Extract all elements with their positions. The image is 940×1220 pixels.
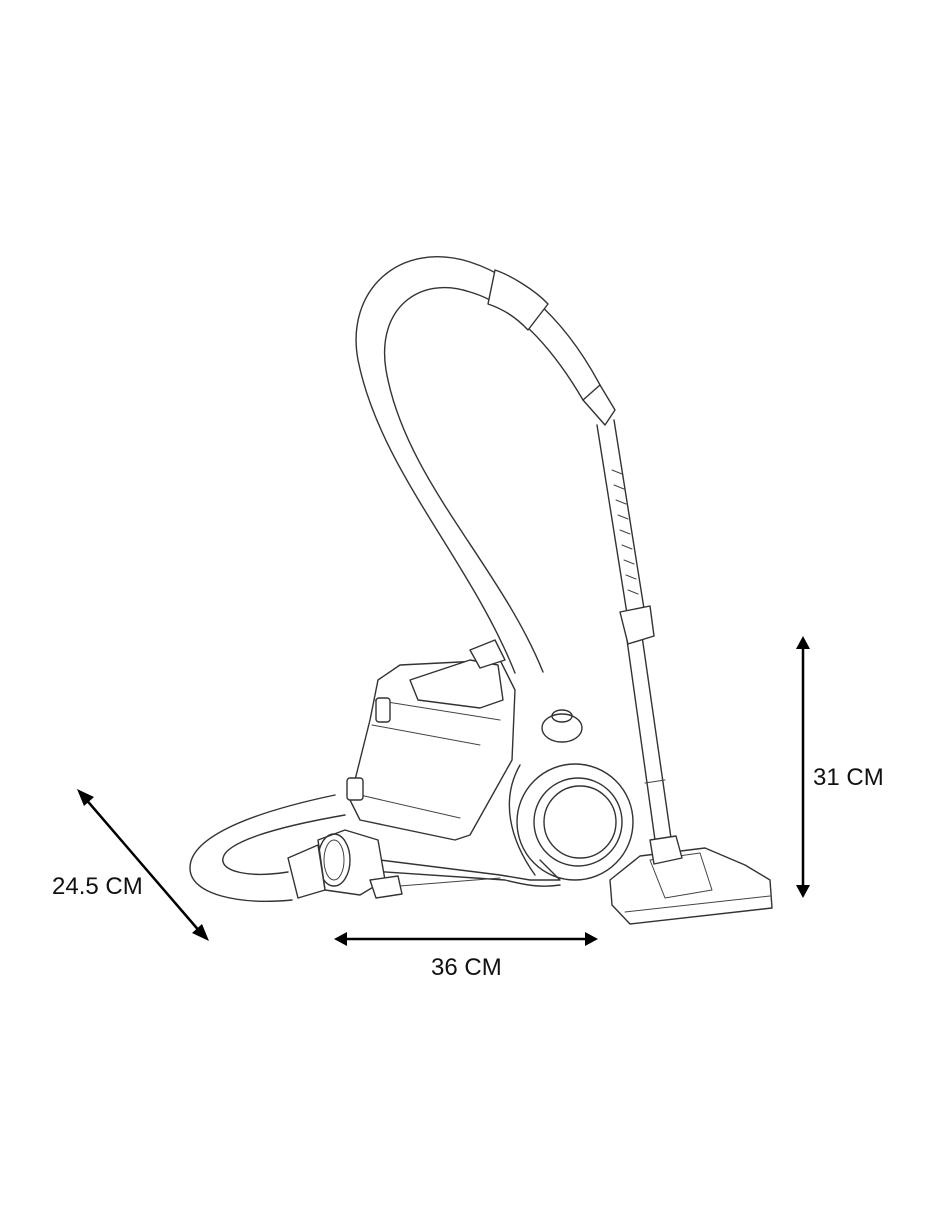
depth-label: 24.5 CM <box>52 873 143 900</box>
handle-grip <box>582 384 616 426</box>
wand-ring <box>644 779 666 784</box>
control-knob <box>541 713 583 743</box>
rear-wheel-mid <box>533 777 623 867</box>
rear-wheel-inner <box>543 785 617 859</box>
hose-cuff <box>487 269 549 331</box>
floor-nozzle <box>609 847 773 925</box>
wand-ribs <box>611 469 639 595</box>
container-handle-top <box>469 639 506 669</box>
hose-upper-inner <box>383 287 584 673</box>
width-label: 36 CM <box>431 954 502 981</box>
wand-upper-left <box>596 424 629 621</box>
latch-button <box>346 777 364 801</box>
release-button <box>375 697 391 723</box>
hose-lower-inner <box>222 814 346 875</box>
body-base <box>354 869 561 887</box>
body-shell <box>379 764 561 881</box>
wand-upper-right <box>613 419 646 616</box>
control-knob-cap <box>551 709 573 723</box>
hose-upper-outer <box>355 256 601 674</box>
vacuum-cleaner-illustration <box>189 256 773 925</box>
wand-lower-right <box>641 635 672 839</box>
small-wheel <box>369 875 403 899</box>
width-arrow <box>334 932 598 946</box>
inlet-ring-inner <box>323 839 345 881</box>
height-arrow <box>796 636 810 898</box>
depth-arrow <box>77 789 209 941</box>
floor-nozzle-edge <box>624 895 771 913</box>
wand-lower-left <box>626 639 656 841</box>
rear-wheel-outer <box>516 763 634 881</box>
container-band <box>359 699 501 819</box>
floor-nozzle-top <box>649 852 713 899</box>
hose-connector <box>287 844 326 899</box>
wand-lock <box>619 605 655 645</box>
container-handle <box>409 659 504 709</box>
hose-lower-outer <box>189 794 336 902</box>
height-label: 31 CM <box>813 764 884 791</box>
nozzle-neck <box>649 835 683 865</box>
